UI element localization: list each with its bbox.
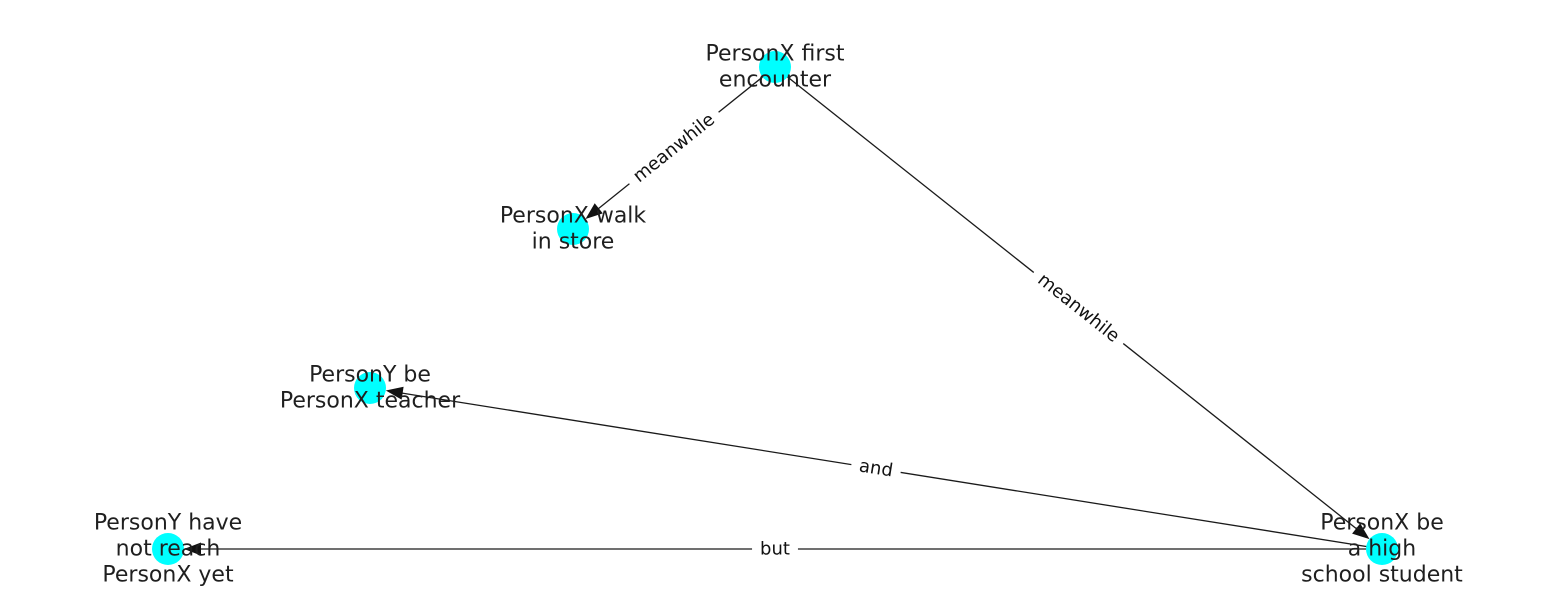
node-walk-in-store[interactable]: [557, 213, 589, 245]
node-label-line: PersonY have: [94, 511, 242, 536]
node-y-not-reach[interactable]: [152, 533, 184, 565]
node-label-line: encounter: [719, 68, 832, 93]
edge-label: but: [760, 539, 790, 560]
node-label-line: PersonX be: [1320, 511, 1444, 536]
node-high-school[interactable]: [1366, 533, 1398, 565]
node-label-line: PersonX walk: [500, 204, 647, 229]
node-label-line: in store: [532, 230, 615, 255]
arrowhead: [585, 203, 603, 219]
node-label-line: PersonX teacher: [280, 389, 461, 414]
edges-layer: [184, 66, 1383, 556]
edge-label-background: [621, 102, 727, 194]
arrowhead: [385, 386, 404, 400]
node-label-line: school student: [1301, 563, 1463, 588]
edge-label-group: meanwhile: [1025, 262, 1132, 354]
edge-label: meanwhile: [629, 109, 719, 187]
node-y-teacher[interactable]: [354, 372, 386, 404]
edge-label-group: but: [752, 536, 798, 562]
node-first-encounter[interactable]: [759, 51, 791, 83]
edge-label-group: and: [849, 452, 903, 485]
edge-label-background: [849, 452, 903, 485]
arrowhead: [1352, 523, 1370, 540]
node-label-line: PersonX yet: [102, 563, 234, 588]
node-label-line: PersonY be: [309, 363, 431, 388]
edge-labels-layer: meanwhile meanwhile and but: [621, 102, 1132, 562]
nodes-layer: [152, 51, 1398, 565]
edge-label-background: [752, 536, 798, 562]
node-label-line: a high: [1348, 537, 1416, 562]
node-label-line: PersonX first: [706, 42, 845, 67]
edge-label-group: meanwhile: [621, 102, 727, 194]
edge-label: meanwhile: [1033, 269, 1123, 347]
edge-label-background: [1025, 262, 1132, 354]
node-label-line: not reach: [116, 537, 221, 562]
arrowhead: [184, 542, 201, 556]
